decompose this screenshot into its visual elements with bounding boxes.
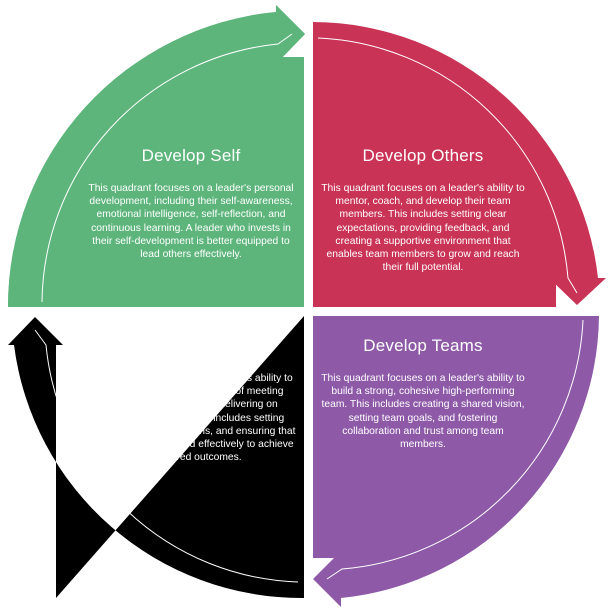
- develop-others-description: This quadrant focuses on a leader's abil…: [321, 183, 525, 274]
- develop-self-text: Develop Self This quadrant focuses on a …: [86, 146, 296, 261]
- develop-self-title: Develop Self: [141, 146, 241, 165]
- develop-teams-inner-arc: [326, 319, 584, 580]
- develop-teams-quadrant: [313, 316, 599, 607]
- get-results-text: Get Results This quadrant focuses on a l…: [86, 336, 296, 464]
- get-results-description: This quadrant focuses on a leader's abil…: [86, 373, 296, 464]
- develop-teams-title: Develop Teams: [363, 336, 483, 355]
- develop-teams-description: This quadrant focuses on a leader's abil…: [321, 373, 525, 451]
- develop-self-description: This quadrant focuses on a leader's pers…: [88, 183, 294, 261]
- develop-others-quadrant: [313, 22, 606, 307]
- develop-others-text: Develop Others This quadrant focuses on …: [318, 146, 528, 274]
- develop-others-title: Develop Others: [362, 146, 484, 165]
- get-results-inner-arc: [34, 329, 299, 583]
- develop-self-inner-arc: [41, 33, 293, 303]
- get-results-title: Get Results: [145, 336, 237, 355]
- develop-self-quadrant-body: [7, 5, 306, 307]
- get-results-quadrant: [8, 316, 304, 599]
- develop-teams-text: Develop Teams This quadrant focuses on a…: [318, 336, 528, 451]
- develop-others-inner-arc: [317, 37, 578, 294]
